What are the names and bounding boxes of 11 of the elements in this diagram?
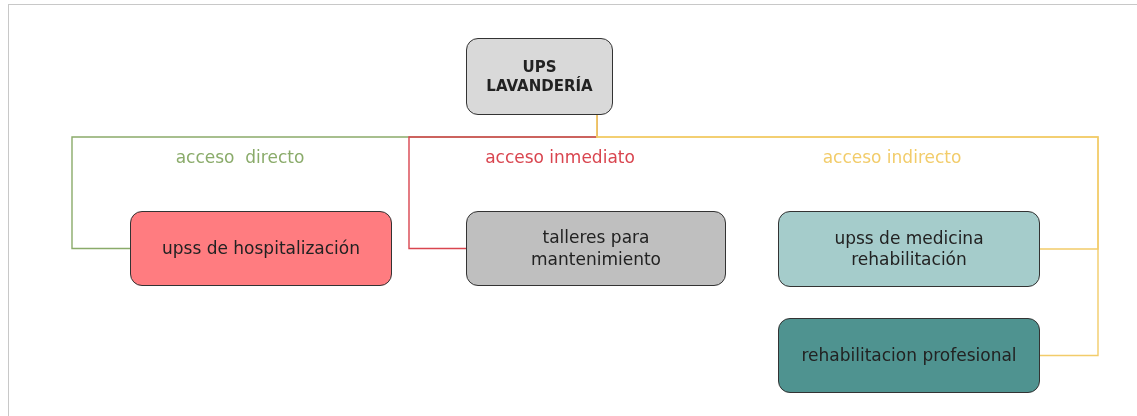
process-box xyxy=(778,318,1040,393)
process-box xyxy=(466,211,726,286)
box-label: UPS LAVANDERÍA xyxy=(485,57,594,96)
process-box xyxy=(130,211,392,286)
box-label: upss de hospitalización xyxy=(161,237,361,260)
box-label: talleres para mantenimiento xyxy=(530,227,662,270)
process-box xyxy=(778,211,1040,287)
box-label: rehabilitacion profesional xyxy=(800,344,1018,367)
process-box xyxy=(466,38,613,115)
connector-line xyxy=(596,114,1099,357)
box-label: upss de medicina rehabilitación xyxy=(833,227,985,271)
